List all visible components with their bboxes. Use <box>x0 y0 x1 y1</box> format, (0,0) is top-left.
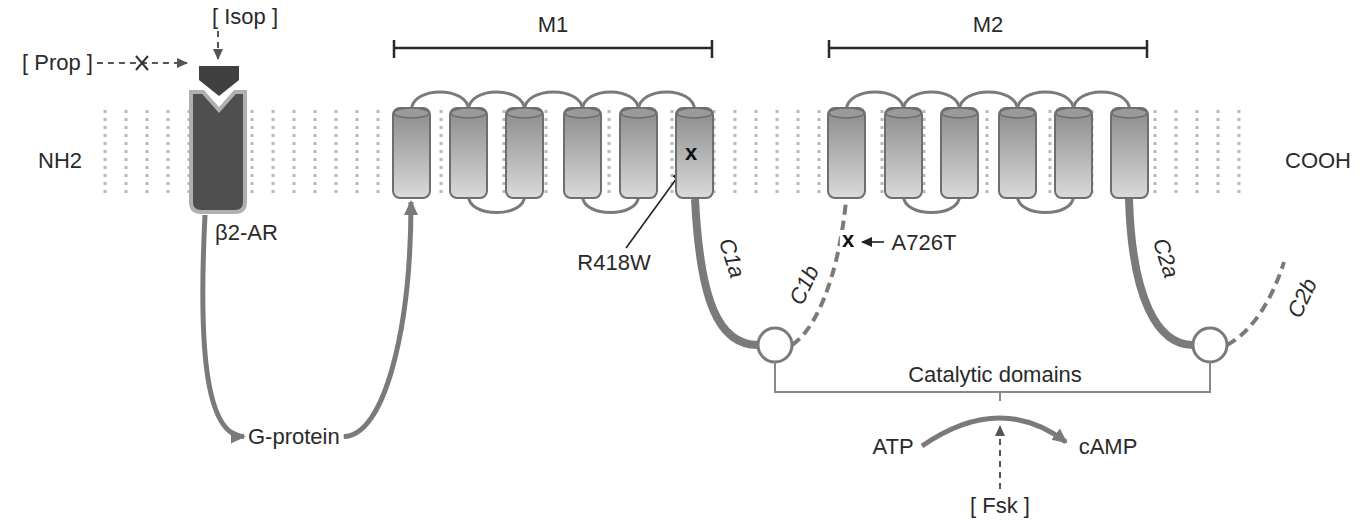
c2a-segment <box>1129 199 1193 345</box>
lipid-dots <box>167 110 170 198</box>
helix-top <box>677 108 712 118</box>
helix-top <box>886 108 921 118</box>
drug-label: [ Fsk ] <box>970 493 1030 518</box>
terminus-label: NH2 <box>38 148 82 173</box>
helix-bundle <box>828 12 1148 200</box>
lipid-dots <box>881 110 884 198</box>
bracket-label: Catalytic domains <box>908 362 1082 387</box>
c2b-segment <box>1227 262 1284 345</box>
lipid-dots <box>1238 110 1241 198</box>
lipid-dots <box>272 110 275 198</box>
catalytic-site <box>1193 328 1227 362</box>
helix-top <box>942 108 977 118</box>
helix-cylinder <box>620 108 657 198</box>
segment-label: C2a <box>1148 235 1184 281</box>
helix-cylinder <box>1055 108 1092 198</box>
ligand-label: [ Isop ] <box>212 4 278 29</box>
lipid-dots <box>755 110 758 198</box>
helix-top <box>507 108 542 118</box>
mutation-label: A726T <box>892 230 957 255</box>
ligand-shape <box>199 66 239 96</box>
helix-cylinder <box>564 108 601 198</box>
lipid-dots <box>797 110 800 198</box>
receptor-shape: β2-AR <box>189 60 247 214</box>
lipid-dots <box>293 110 296 198</box>
g-protein-label: G-protein <box>248 424 340 449</box>
helix-top <box>621 108 656 118</box>
lipid-dots <box>776 110 779 198</box>
lipid-dots <box>1049 110 1052 198</box>
helix-cylinder <box>1111 108 1148 198</box>
helix-cylinder <box>450 108 487 198</box>
lipid-dots <box>545 110 548 198</box>
lipid-dots <box>104 110 107 198</box>
domain-bracket <box>775 362 1210 401</box>
helix-top <box>565 108 600 118</box>
transmembrane-domain: M1 <box>393 12 713 200</box>
connector <box>203 215 244 437</box>
lipid-dots <box>314 110 317 198</box>
domain-bracket <box>394 40 712 58</box>
helix-cylinder <box>676 108 713 198</box>
helix-cylinder <box>828 108 865 198</box>
helix-cylinder <box>999 108 1036 198</box>
helix-bundle <box>393 12 713 200</box>
lipid-dots <box>734 110 737 198</box>
lipid-dots <box>125 110 128 198</box>
helix-top <box>1112 108 1147 118</box>
mutation-mark: x <box>840 230 856 250</box>
antagonist-label: [ Prop ] <box>22 50 93 75</box>
domain-title: M2 <box>828 12 1148 37</box>
lipid-dots <box>251 110 254 198</box>
catalytic-site <box>758 328 792 362</box>
segment-label: C1b <box>784 261 824 308</box>
lipid-dots <box>818 110 821 198</box>
receptor-body <box>191 92 245 212</box>
node-text: β2-AR <box>215 220 278 245</box>
helix-top <box>1056 108 1091 118</box>
lipid-dots <box>986 110 989 198</box>
connector <box>344 202 411 437</box>
node-text: G-protein <box>248 424 340 449</box>
lipid-dots <box>1217 110 1220 198</box>
node-text: [ Isop ] <box>212 4 278 29</box>
mutation-label: R418W <box>577 250 650 275</box>
block-cross <box>136 56 148 70</box>
lipid-dots <box>1154 110 1157 198</box>
helix-top <box>1000 108 1035 118</box>
segment-label: C1a <box>714 235 750 281</box>
helix-cylinder <box>941 108 978 198</box>
helix-cylinder <box>885 108 922 198</box>
activator-arrow <box>999 426 1001 489</box>
lipid-dots <box>608 110 611 198</box>
molecule-label: ATP <box>872 434 913 459</box>
helix-top <box>451 108 486 118</box>
helix-top <box>394 108 429 118</box>
reaction-arrow <box>922 418 1066 446</box>
lipid-dots <box>356 110 359 198</box>
lipid-dots <box>440 110 443 198</box>
lipid-dots <box>335 110 338 198</box>
domain-bracket <box>829 40 1147 58</box>
lipid-dots <box>377 110 380 198</box>
c1a-segment <box>695 199 758 345</box>
helix-cylinder <box>393 108 430 198</box>
helix-cylinder <box>506 108 543 198</box>
connector <box>217 31 219 59</box>
transmembrane-domain: M2 <box>828 12 1148 200</box>
domain-title: M1 <box>393 12 713 37</box>
receptor-illustration <box>189 60 247 214</box>
lipid-dots <box>1196 110 1199 198</box>
lipid-dots <box>1175 110 1178 198</box>
node-text: [ Prop ] <box>22 50 93 75</box>
leader-line <box>862 241 884 243</box>
terminus-label: COOH <box>1285 148 1351 173</box>
lipid-dots <box>146 110 149 198</box>
segment-label: C2b <box>1282 274 1322 321</box>
mutation-mark: x <box>685 140 697 165</box>
molecule-label: cAMP <box>1079 434 1138 459</box>
helix-top <box>829 108 864 118</box>
